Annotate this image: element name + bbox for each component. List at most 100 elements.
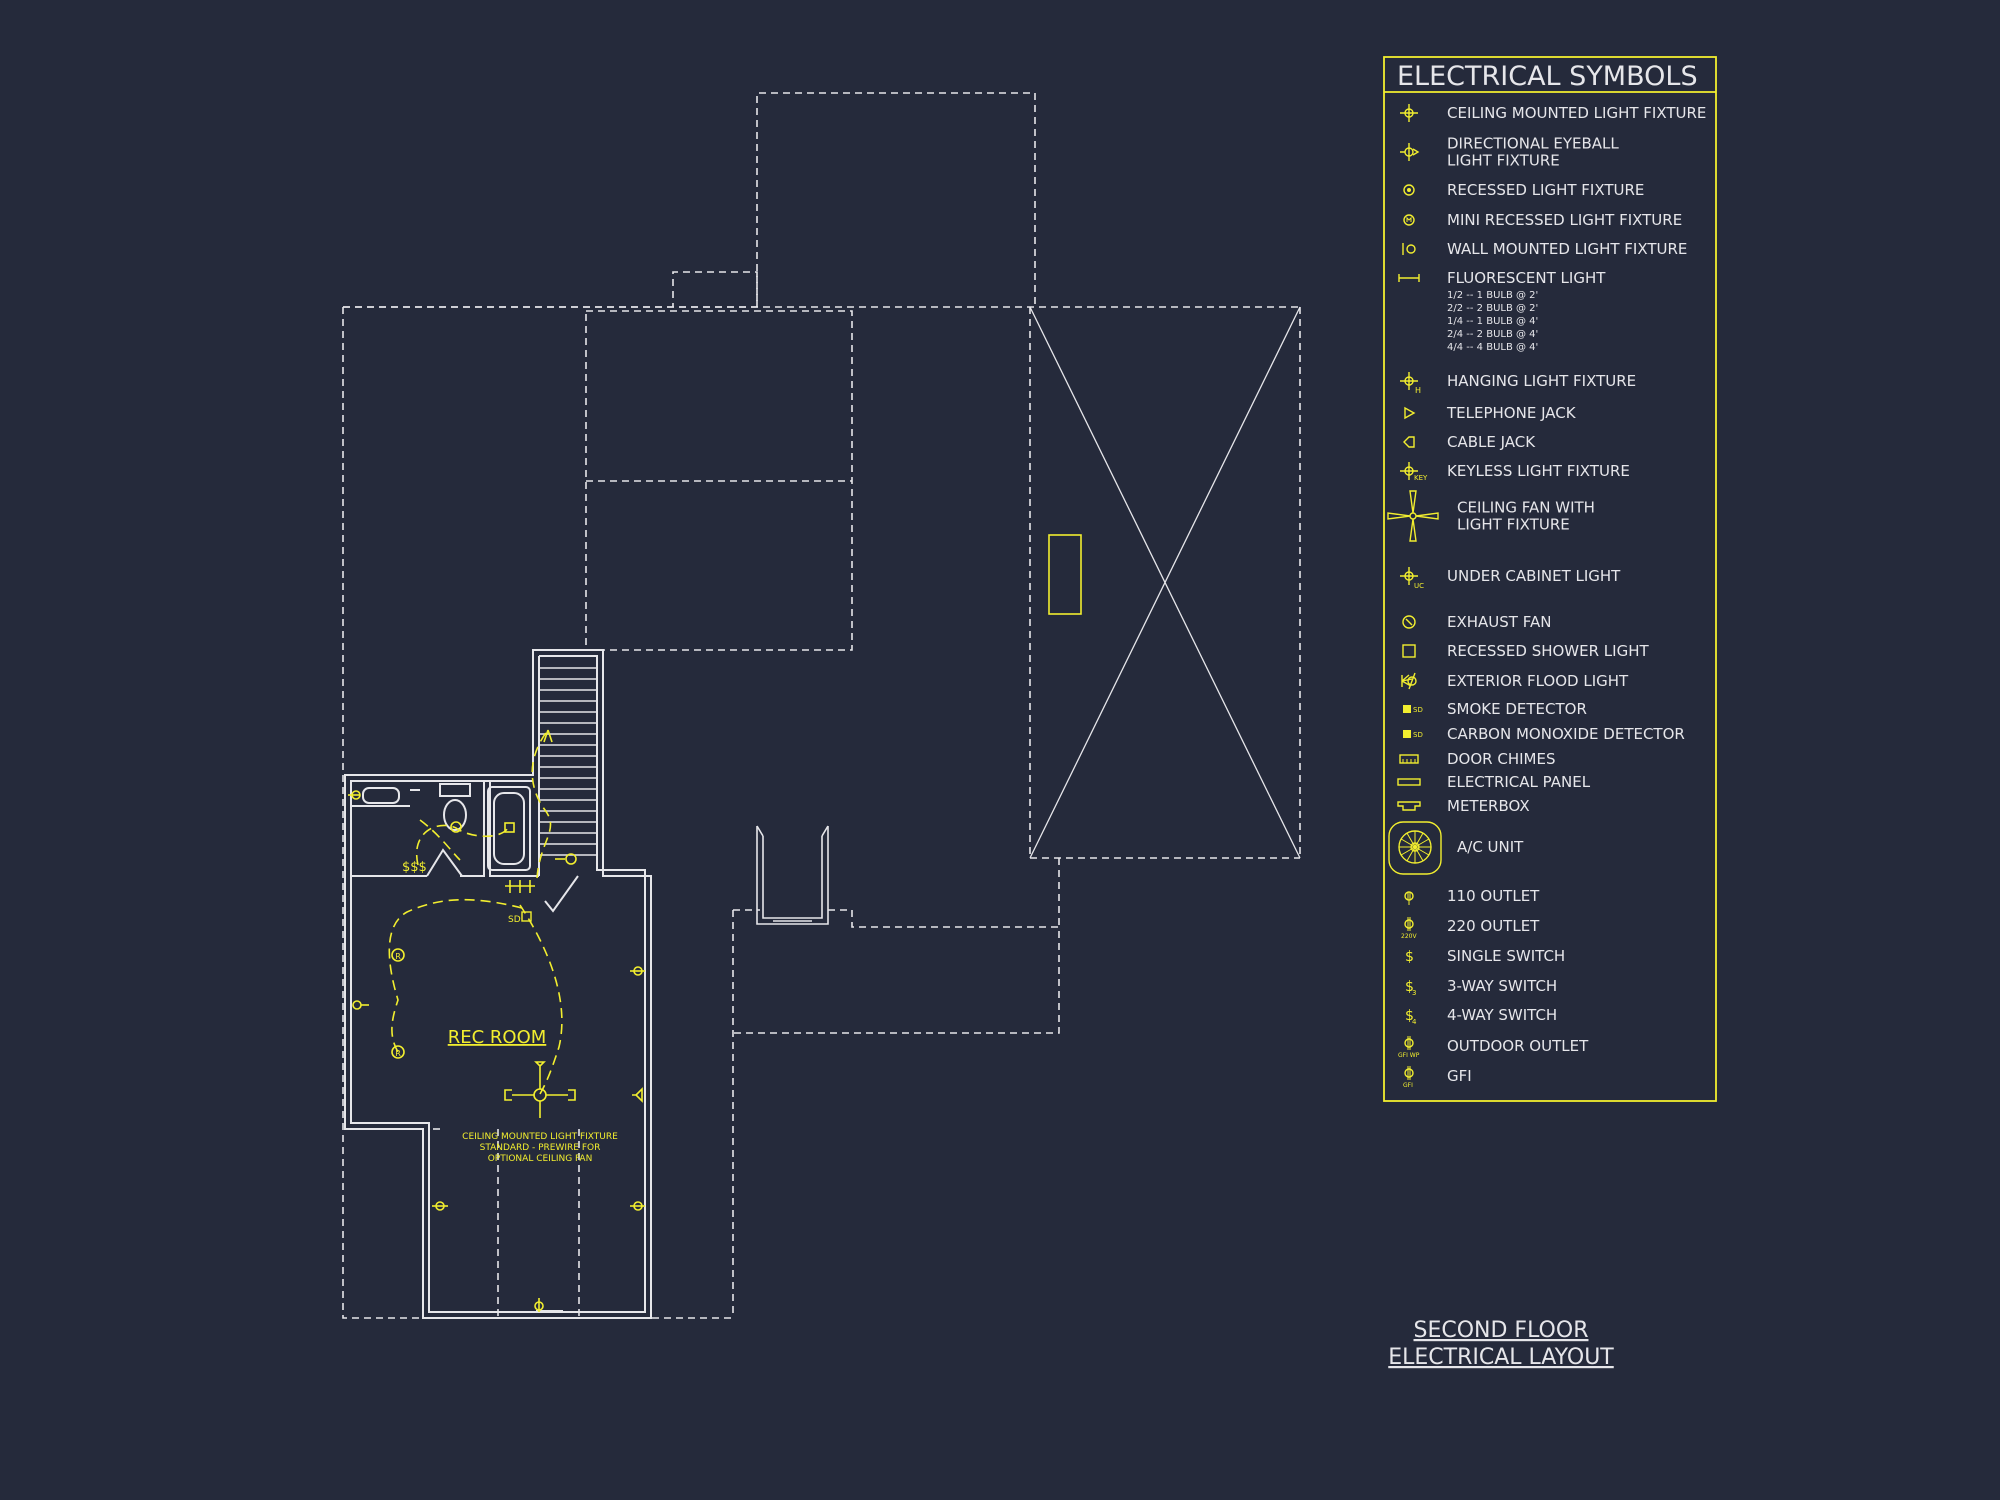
legend-label: RECESSED LIGHT FIXTURE	[1447, 181, 1644, 199]
legend-title: ELECTRICAL SYMBOLS	[1397, 61, 1698, 92]
ceiling-light-icon	[1400, 104, 1418, 122]
outlet	[630, 1201, 645, 1211]
drawing-title-line-2: ELECTRICAL LAYOUT	[1388, 1345, 1614, 1370]
electrical-panel-icon	[1397, 778, 1421, 786]
legend-row: GFI GFI	[1403, 1066, 1472, 1089]
legend-label: WALL MOUNTED LIGHT FIXTURE	[1447, 240, 1687, 258]
door-chimes-icon	[1399, 754, 1419, 764]
legend-label: GFI	[1447, 1067, 1472, 1085]
gfi-outlet-icon: GFI	[1403, 1066, 1414, 1089]
outlet	[630, 966, 645, 976]
switch-mark: $$$	[402, 860, 427, 875]
stair-arrow	[543, 729, 553, 743]
legend-note: 4/4 -- 4 BULB @ 4'	[1447, 342, 1538, 353]
legend-label: SINGLE SWITCH	[1447, 947, 1565, 965]
meterbox-icon	[1397, 801, 1421, 811]
ceiling-fan-fixture	[504, 1061, 576, 1118]
legend-row: EXTERIOR FLOOD LIGHT	[1401, 672, 1629, 690]
drawing-title: SECOND FLOOR ELECTRICAL LAYOUT	[1388, 1318, 1614, 1370]
legend-row: A/C UNIT	[1388, 821, 1524, 875]
legend-label: A/C UNIT	[1457, 838, 1524, 856]
legend: ELECTRICAL SYMBOLS CEILING MOUNTED LIGHT…	[1383, 56, 1717, 1102]
legend-label: TELEPHONE JACK	[1446, 404, 1577, 422]
legend-row: $ SINGLE SWITCH	[1405, 947, 1565, 965]
legend-label: CABLE JACK	[1447, 433, 1536, 451]
four-way-switch-icon: $4	[1405, 1008, 1417, 1026]
under-cabinet-light-icon: UC	[1400, 567, 1424, 590]
bath-light	[504, 822, 515, 833]
legend-row: RECESSED SHOWER LIGHT	[1402, 642, 1649, 660]
floor-plan	[342, 92, 1301, 1319]
plan-text: R R $$$ SD REC ROOM CEILING MOUNTED LIGH…	[395, 860, 618, 1164]
legend-row: 220V 220 OUTLET	[1401, 917, 1540, 940]
outdoor-outlet-icon: GFI WP	[1398, 1036, 1420, 1059]
outlet	[432, 1201, 448, 1211]
outlet	[348, 790, 361, 800]
single-switch-icon: $	[1405, 949, 1414, 965]
legend-label: KEYLESS LIGHT FIXTURE	[1447, 462, 1630, 480]
legend-label: OUTDOOR OUTLET	[1447, 1037, 1589, 1055]
icon-mark: $	[1405, 949, 1414, 965]
legend-label: 3-WAY SWITCH	[1447, 977, 1557, 995]
legend-label: 220 OUTLET	[1447, 917, 1540, 935]
outlet	[352, 1000, 369, 1010]
outlet-220-icon: 220V	[1401, 917, 1417, 940]
icon-mark: $	[1405, 1008, 1414, 1024]
outlet-110-icon	[1404, 891, 1414, 905]
recessed-light	[391, 1045, 405, 1059]
icon-mark: SD	[1413, 706, 1423, 714]
dormer	[756, 825, 829, 925]
outlet	[534, 1298, 544, 1312]
legend-row: EXHAUST FAN	[1402, 613, 1551, 631]
legend-label: FLUORESCENT LIGHT	[1447, 269, 1606, 287]
legend-label: 110 OUTLET	[1447, 887, 1540, 905]
legend-row: SD CARBON MONOXIDE DETECTOR	[1403, 725, 1685, 743]
legend-label: EXHAUST FAN	[1447, 613, 1551, 631]
legend-row: WALL MOUNTED LIGHT FIXTURE	[1402, 240, 1687, 258]
switch-legs	[388, 729, 563, 1095]
legend-label: RECESSED SHOWER LIGHT	[1447, 642, 1649, 660]
mini-recessed-light-icon	[1403, 214, 1415, 226]
icon-mark: 4	[1412, 1018, 1417, 1026]
legend-label: CARBON MONOXIDE DETECTOR	[1447, 725, 1685, 743]
recessed-mark: R	[395, 1049, 401, 1058]
flood-light-icon	[1401, 672, 1417, 690]
legend-row: TELEPHONE JACK	[1404, 404, 1577, 422]
legend-row: 110 OUTLET	[1404, 887, 1540, 905]
recessed-light	[450, 821, 462, 833]
fan-note-line-2: STANDARD - PREWIRE FOR	[480, 1143, 601, 1153]
legend-label: EXTERIOR FLOOD LIGHT	[1447, 672, 1629, 690]
wall-light	[555, 853, 577, 865]
icon-mark: UC	[1414, 582, 1424, 590]
legend-row: RECESSED LIGHT FIXTURE	[1403, 181, 1644, 199]
icon-mark: 220V	[1401, 933, 1417, 940]
recessed-light	[391, 948, 405, 962]
fluorescent-light-icon	[1398, 274, 1420, 282]
cable-jack	[632, 1087, 643, 1103]
legend-label: METERBOX	[1447, 797, 1530, 815]
legend-label: LIGHT FIXTURE	[1457, 516, 1570, 534]
stairs	[539, 667, 597, 856]
roof-outline	[342, 92, 1301, 1319]
smoke-detector	[521, 911, 532, 922]
legend-label: CEILING MOUNTED LIGHT FIXTURE	[1447, 104, 1706, 122]
legend-label: CEILING FAN WITH	[1457, 499, 1595, 517]
legend-label: UNDER CABINET LIGHT	[1447, 567, 1621, 585]
legend-row: MINI RECESSED LIGHT FIXTURE	[1403, 211, 1682, 229]
recessed-mark: R	[395, 952, 401, 961]
co-detector-icon: SD	[1403, 730, 1423, 739]
attic-hatch	[1048, 534, 1082, 615]
legend-row: ELECTRICAL PANEL	[1397, 773, 1591, 791]
legend-row: METERBOX	[1397, 797, 1530, 815]
icon-mark: SD	[1413, 731, 1423, 739]
legend-rows: CEILING MOUNTED LIGHT FIXTUREDIRECTIONAL…	[1387, 104, 1706, 1089]
legend-label: DOOR CHIMES	[1447, 750, 1555, 768]
legend-label: LIGHT FIXTURE	[1447, 152, 1560, 170]
legend-row: UC UNDER CABINET LIGHT	[1400, 567, 1621, 590]
roof-x-area	[1029, 306, 1301, 859]
